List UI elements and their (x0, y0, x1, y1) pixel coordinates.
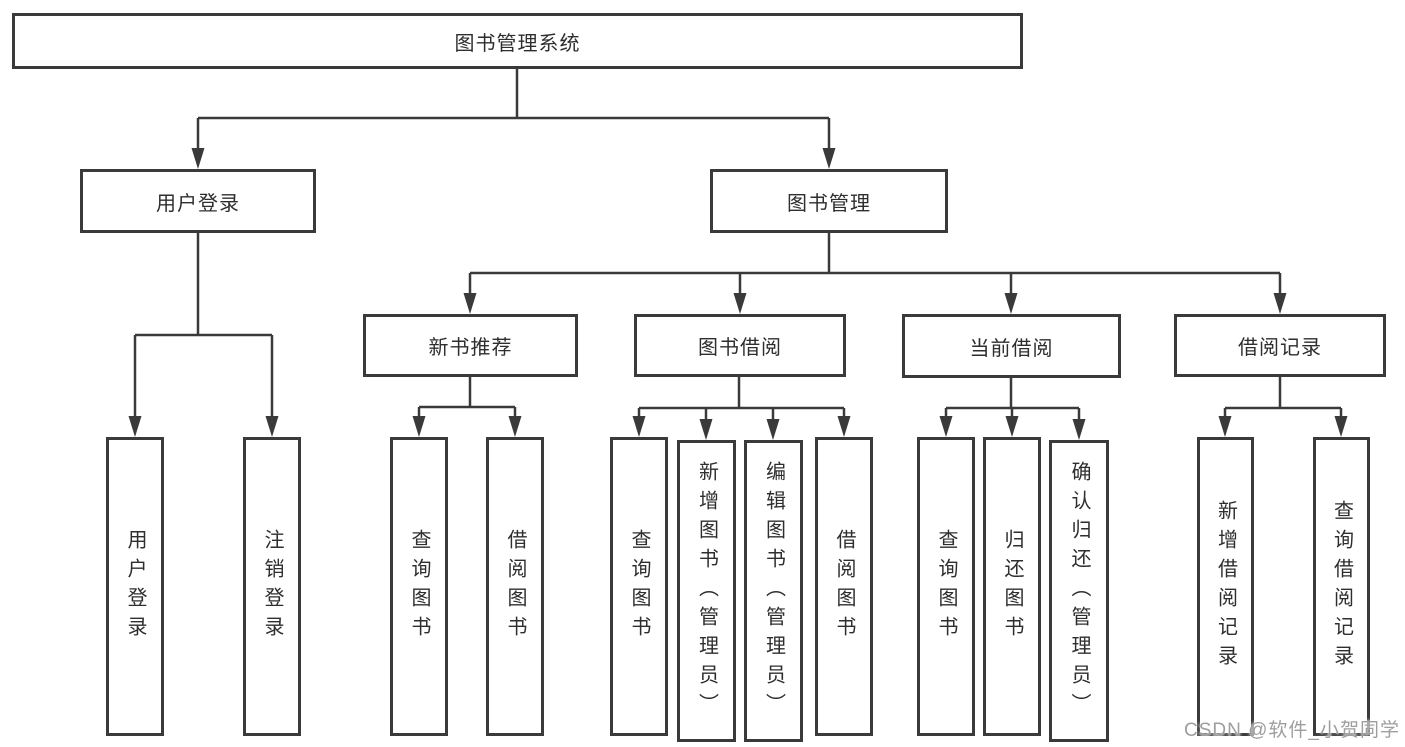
node-label: 图书管理 (787, 192, 871, 215)
node-label: 新书推荐 (428, 337, 513, 359)
leaf-edit-book-admin: 编辑图书（管理员） (744, 440, 803, 742)
csdn-watermark: CSDN @软件_小贺同学 (1184, 720, 1400, 741)
node-label: 确认归还（管理员） (1068, 460, 1090, 722)
node-label: 查询图书 (408, 528, 430, 645)
node-book-management: 图书管理 (710, 169, 948, 233)
node-user-login: 用户登录 (80, 169, 316, 233)
node-label: 借阅图书 (833, 528, 855, 645)
leaf-query-borrow-record: 查询借阅记录 (1313, 437, 1370, 736)
node-current-borrowing: 当前借阅 (902, 314, 1121, 378)
node-label: 用户登录 (124, 528, 146, 645)
leaf-borrow-book-borrowing: 借阅图书 (815, 437, 873, 736)
node-label: 新增图书（管理员） (695, 460, 718, 722)
node-label: 借阅记录 (1238, 337, 1322, 359)
node-label: 当前借阅 (969, 337, 1054, 360)
node-label: 注销登录 (261, 528, 283, 645)
leaf-query-book-borrowing: 查询图书 (610, 437, 668, 736)
node-label: 图书管理系统 (454, 32, 581, 55)
leaf-return-book: 归还图书 (983, 437, 1041, 736)
leaf-logout: 注销登录 (243, 437, 301, 736)
node-borrowing-records: 借阅记录 (1174, 314, 1386, 377)
node-label: 借阅图书 (504, 528, 526, 645)
leaf-user-login: 用户登录 (106, 437, 164, 736)
node-new-book-recommendation: 新书推荐 (363, 314, 578, 377)
leaf-add-borrow-record: 新增借阅记录 (1197, 437, 1254, 736)
leaf-add-book-admin: 新增图书（管理员） (677, 440, 736, 742)
node-system-root: 图书管理系统 (12, 13, 1023, 69)
leaf-query-book-recommend: 查询图书 (390, 437, 448, 736)
node-label: 查询借阅记录 (1330, 499, 1353, 674)
node-label: 新增借阅记录 (1214, 499, 1237, 674)
node-book-borrowing: 图书借阅 (634, 314, 846, 377)
leaf-confirm-return-admin: 确认归还（管理员） (1049, 440, 1109, 742)
leaf-query-book-current: 查询图书 (917, 437, 975, 736)
node-label: 编辑图书（管理员） (762, 460, 785, 722)
node-label: 用户登录 (156, 192, 240, 215)
node-label: 图书借阅 (698, 337, 782, 359)
node-label: 查询图书 (628, 528, 650, 645)
node-label: 归还图书 (1001, 528, 1023, 645)
leaf-borrow-book-recommend: 借阅图书 (486, 437, 544, 736)
node-label: 查询图书 (935, 528, 957, 645)
